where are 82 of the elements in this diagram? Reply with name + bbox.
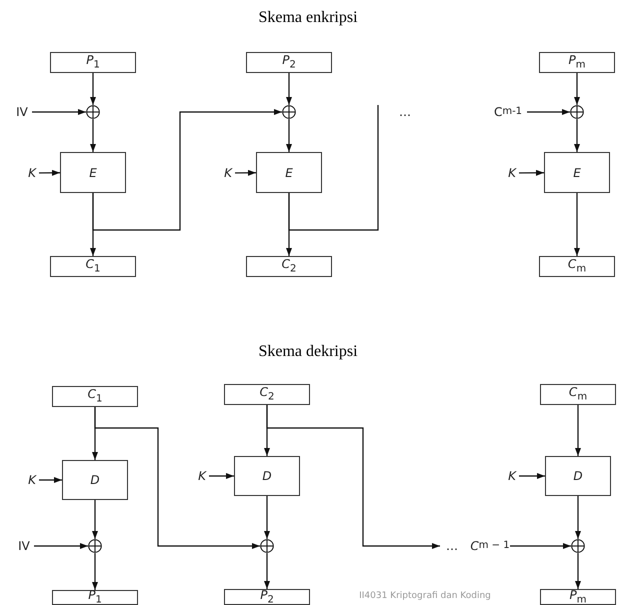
cipher-label: D (90, 474, 100, 486)
arrow (574, 193, 580, 256)
arrow (264, 553, 270, 589)
arrow (92, 500, 98, 539)
arrow (90, 73, 96, 105)
block-label: P$_{1}$ (88, 589, 102, 605)
cipher-label: E (285, 166, 293, 178)
cipher-label: D (573, 470, 583, 482)
arrow (574, 73, 580, 105)
input-label: K (25, 472, 39, 488)
block-label: C$_{m}$ (568, 258, 586, 275)
block-box (224, 589, 310, 605)
cipher-box (256, 152, 322, 193)
block-label: P$_{1}$ (86, 54, 100, 71)
arrow (92, 109, 282, 231)
arrow (286, 119, 292, 152)
xor-icon (260, 539, 274, 553)
block-label: P$_{2}$ (260, 588, 274, 605)
arrow (527, 109, 570, 115)
section-heading: Skema enkripsi (258, 9, 358, 27)
block-box (50, 52, 136, 73)
arrow (264, 496, 270, 539)
block-box (246, 256, 332, 277)
block-box (540, 384, 616, 405)
cipher-box (544, 152, 610, 193)
block-label: C$_{m}$ (568, 386, 588, 403)
block-label: C$_{1}$ (88, 388, 102, 405)
arrow (510, 543, 571, 549)
arrow (39, 170, 60, 176)
arrow (575, 553, 581, 589)
cipher-label: E (89, 166, 97, 178)
input-label: K (195, 468, 209, 484)
arrow (574, 119, 580, 152)
input-label: IV (14, 538, 34, 554)
arrow (575, 496, 581, 539)
section-heading: Skema dekripsi (258, 343, 358, 361)
xor-icon (86, 105, 100, 119)
arrow (209, 473, 234, 479)
block-box (52, 590, 138, 605)
arrow (575, 405, 581, 456)
arrow (39, 477, 62, 483)
block-label: C$_{1}$ (86, 258, 100, 275)
block-label: P$_{m}$ (568, 54, 586, 71)
footer-text: II4031 Kriptografi dan Koding (359, 591, 491, 601)
arrow (519, 473, 545, 479)
arrow (92, 553, 98, 590)
xor-icon (282, 105, 296, 119)
arrow (286, 73, 292, 105)
block-label: C$_{2}$ (282, 258, 296, 275)
xor-icon (571, 539, 585, 553)
cipher-box (234, 456, 300, 496)
block-label: C$_{2}$ (260, 386, 274, 403)
arrow (266, 405, 440, 549)
cipher-box (60, 152, 126, 193)
block-box (539, 256, 615, 277)
block-box (246, 52, 332, 73)
input-label: IV (12, 104, 32, 120)
arrow (34, 543, 88, 549)
block-box (540, 589, 616, 605)
block-label: P$_{2}$ (282, 54, 296, 71)
input-label: K (505, 468, 519, 484)
input-label: K (25, 165, 39, 181)
block-label: P$_{m}$ (570, 588, 586, 605)
ellipsis: … (440, 538, 464, 554)
arrow (94, 407, 260, 549)
arrow (90, 119, 96, 152)
block-box (224, 384, 310, 405)
arrow (519, 170, 544, 176)
input-label: K (505, 165, 519, 181)
block-box (539, 52, 615, 73)
ellipsis: … (393, 104, 417, 120)
cipher-box (62, 460, 128, 500)
cipher-box (545, 456, 611, 496)
xor-icon (88, 539, 102, 553)
arrow (235, 170, 256, 176)
input-label: K (221, 165, 235, 181)
cipher-label: D (262, 470, 272, 482)
block-box (52, 386, 138, 407)
cipher-label: E (573, 166, 581, 178)
block-box (50, 256, 136, 277)
xor-icon (570, 105, 584, 119)
arrow (32, 109, 86, 115)
